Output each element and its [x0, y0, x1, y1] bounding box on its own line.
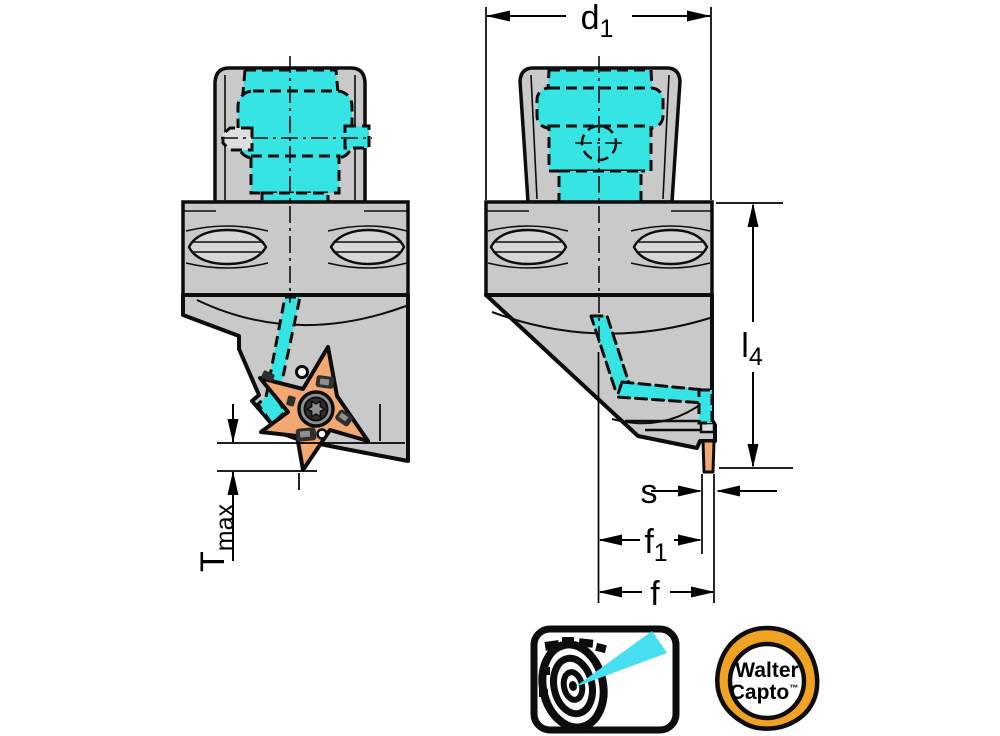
dimension-tmax: Tmax: [194, 404, 405, 572]
walter-capto-text-line1: Walter: [735, 659, 798, 682]
dim-label-l4: l4: [741, 327, 763, 371]
walter-capto-logo: Walter Capto™: [715, 625, 820, 731]
front-flange-groove-left: [185, 225, 269, 269]
dim-label-s: s: [641, 473, 658, 511]
insert-star: [258, 345, 370, 472]
dimension-f1: f1: [597, 352, 702, 603]
front-coolant-cavity: [221, 68, 371, 299]
side-view: d1 l4 s f1: [484, 0, 793, 613]
dim-label-f1: f1: [644, 523, 667, 567]
side-insert-tip: [701, 439, 716, 474]
side-flange-groove-left: [487, 225, 569, 269]
torx-screw-icon: [297, 390, 335, 428]
front-view: Tmax: [181, 56, 410, 572]
dimension-f: f: [598, 575, 715, 613]
coolant-jet-cone: [575, 631, 667, 687]
dim-label-f: f: [650, 575, 660, 613]
side-flange-groove-right: [630, 225, 711, 269]
front-flange-groove-right: [327, 225, 408, 269]
dimension-d1: d1: [485, 0, 712, 200]
dimension-s: s: [641, 473, 777, 603]
precision-cooling-marks: [539, 637, 607, 697]
dim-label-tmax: Tmax: [194, 503, 239, 572]
precision-cooling-icon: [530, 625, 680, 734]
insert-pin-hole: [295, 365, 309, 379]
side-coolant-duct: [589, 314, 714, 425]
front-plug-port: [221, 126, 254, 152]
walter-capto-text-line2: Capto™: [730, 681, 799, 704]
dimension-l4: l4: [716, 202, 793, 469]
dim-label-d1: d1: [581, 0, 614, 43]
